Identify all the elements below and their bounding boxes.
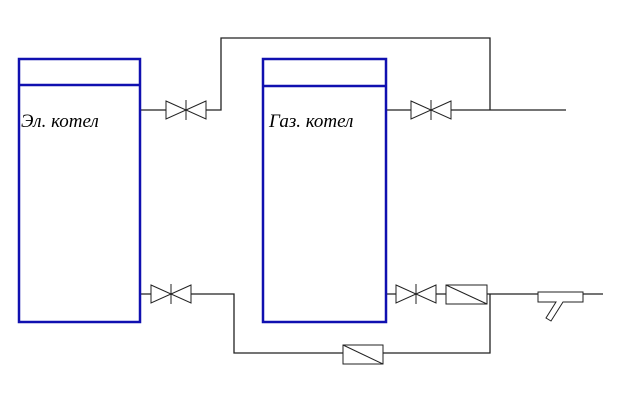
gas-boiler-label: Газ. котел (268, 111, 353, 132)
valve-icon (395, 284, 437, 304)
gas-boiler: Газ. котел (261, 57, 388, 324)
electric-boiler-label: Эл. котел (21, 111, 99, 132)
return-bypass-pipe (140, 293, 491, 354)
tee-fitting-icon (537, 291, 584, 322)
check-valve-icon (445, 284, 488, 305)
valve-icon (150, 284, 192, 304)
check-valve-icon (342, 344, 384, 365)
electric-boiler: Эл. котел (17, 57, 142, 324)
valve-icon (165, 100, 207, 120)
valve-icon (410, 100, 452, 120)
